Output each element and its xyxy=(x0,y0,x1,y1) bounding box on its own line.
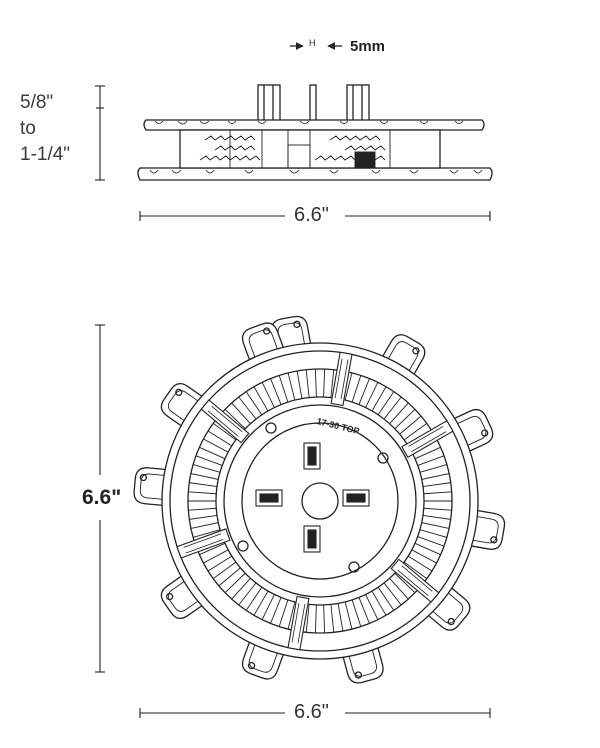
locking-tabs xyxy=(176,351,454,651)
height-range-label: 5/8" to 1-1/4" xyxy=(20,90,70,168)
gear-teeth xyxy=(188,369,452,633)
side-width-label: 6.6" xyxy=(288,204,335,227)
side-view xyxy=(95,42,493,221)
side-view-top-plate xyxy=(143,119,485,131)
side-view-posts xyxy=(257,84,370,122)
outer-ring xyxy=(161,342,479,660)
center-hole xyxy=(301,482,339,520)
height-to: to xyxy=(20,118,36,139)
side-width-dimension-line xyxy=(139,211,491,221)
side-view-bottom-plate xyxy=(137,167,493,181)
top-width-dimension-line xyxy=(139,708,491,718)
top-width-label: 6.6" xyxy=(288,701,335,724)
inner-disc xyxy=(241,422,399,580)
top-height-label: 6.6" xyxy=(82,484,122,512)
height-max: 1-1/4" xyxy=(20,144,71,165)
gap-marker: H xyxy=(309,38,316,48)
top-height-dimension-line xyxy=(95,324,105,673)
height-dimension-line xyxy=(95,85,105,181)
height-min: 5/8" xyxy=(20,92,54,113)
inner-holes xyxy=(237,422,389,573)
gap-dimension-label: 5mm xyxy=(350,38,386,55)
slot-clips xyxy=(255,442,370,553)
top-view xyxy=(95,315,506,718)
